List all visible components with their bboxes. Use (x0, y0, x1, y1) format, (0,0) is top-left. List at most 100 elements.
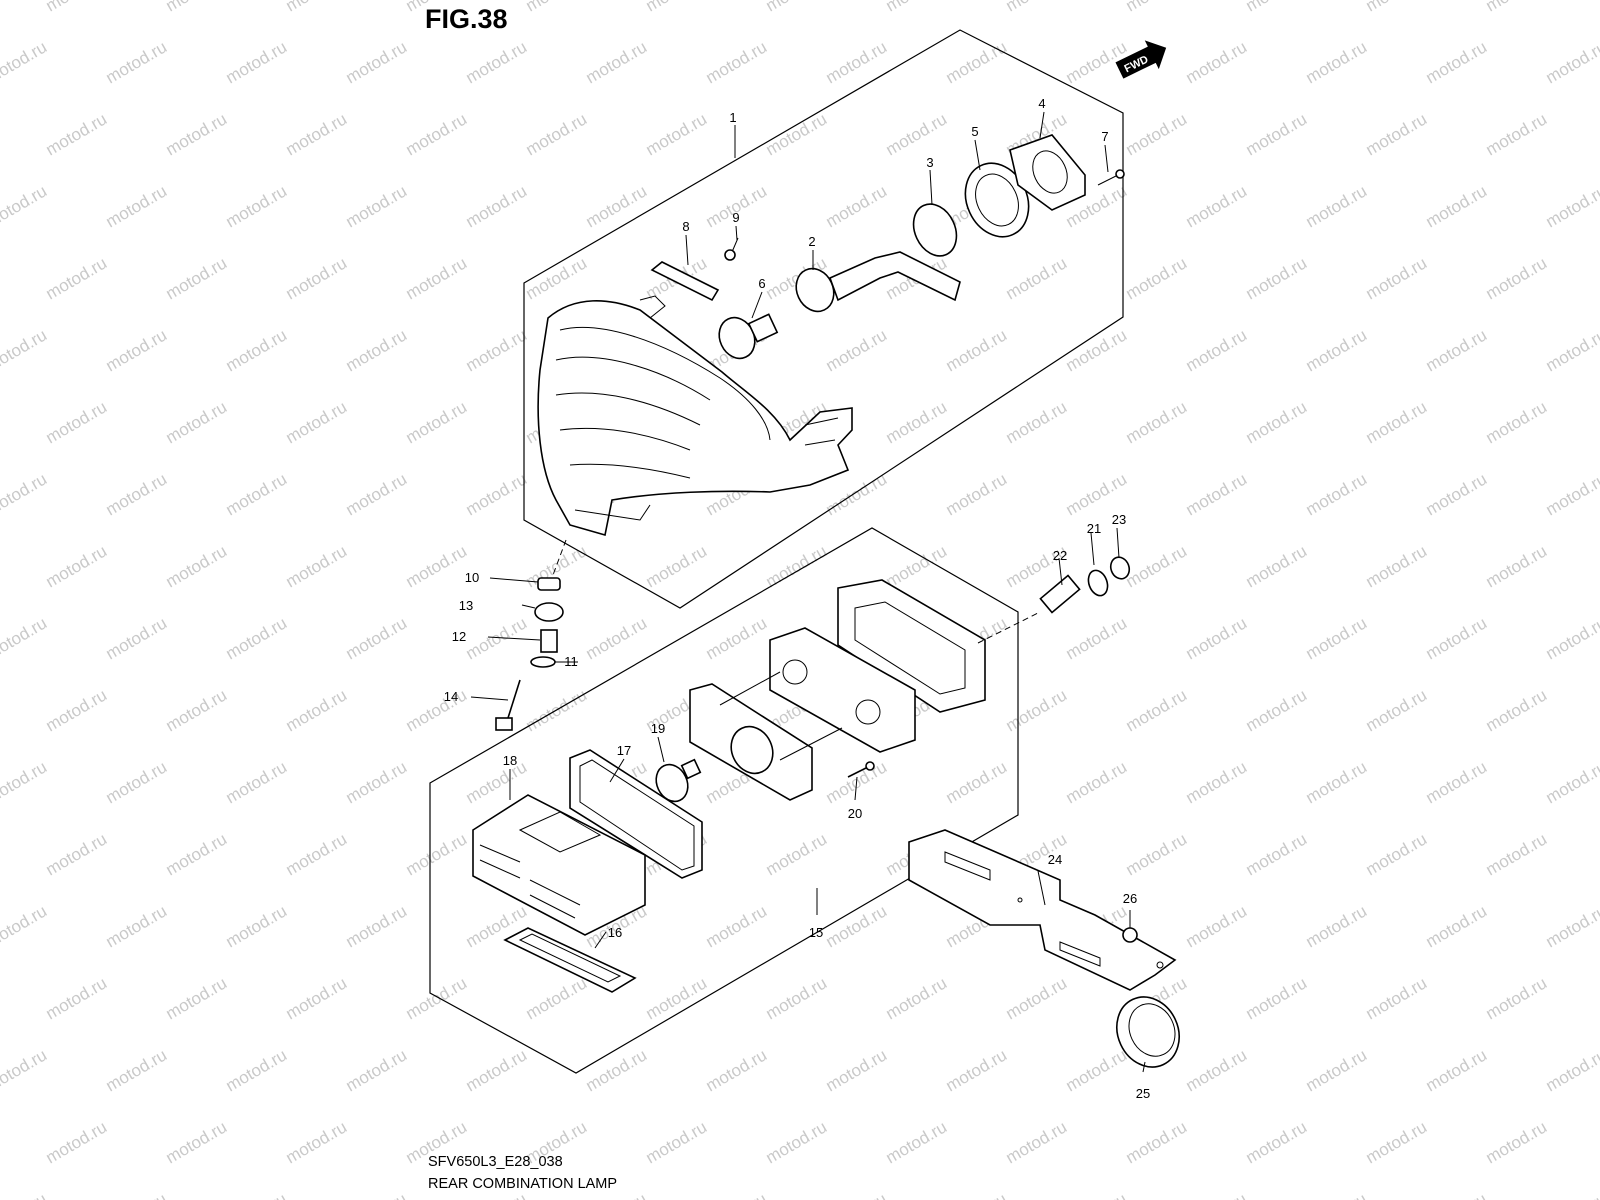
watermark-text: motod.ru (523, 109, 591, 159)
watermark-text: motod.ru (883, 1117, 951, 1167)
watermark-text: motod.ru (283, 397, 351, 447)
watermark-text: motod.ru (1243, 397, 1311, 447)
watermark-text: motod.ru (103, 37, 171, 87)
watermark-text: motod.ru (0, 181, 50, 231)
watermark-text: motod.ru (703, 1189, 771, 1200)
callout-18: 18 (503, 753, 517, 768)
watermark-text: motod.ru (1543, 1045, 1600, 1095)
watermark-text: motod.ru (1243, 0, 1311, 15)
watermark-text: motod.ru (703, 1045, 771, 1095)
watermark-text: motod.ru (43, 397, 111, 447)
watermark-text: motod.ru (1423, 325, 1491, 375)
watermark-text: motod.ru (283, 541, 351, 591)
watermark-text: motod.ru (283, 1117, 351, 1167)
callout-16: 16 (608, 925, 622, 940)
watermark-text: motod.ru (1363, 397, 1431, 447)
watermark-text: motod.ru (1483, 109, 1551, 159)
watermark-text: motod.ru (163, 0, 231, 15)
watermark-text: motod.ru (1483, 397, 1551, 447)
watermark-text: motod.ru (763, 973, 831, 1023)
watermark-text: motod.ru (943, 469, 1011, 519)
watermark-text: motod.ru (583, 181, 651, 231)
callout-13: 13 (459, 598, 473, 613)
watermark-text: motod.ru (163, 1117, 231, 1167)
watermark-text: motod.ru (1423, 469, 1491, 519)
bracket-24-drawing (908, 829, 1177, 991)
watermark-text: motod.ru (703, 37, 771, 87)
watermark-text: motod.ru (343, 181, 411, 231)
watermark-text: motod.ru (403, 253, 471, 303)
watermark-text: motod.ru (343, 757, 411, 807)
watermark-text: motod.ru (463, 325, 531, 375)
watermark-text: motod.ru (0, 37, 50, 87)
watermark-text: motod.ru (943, 325, 1011, 375)
callout-12: 12 (452, 629, 466, 644)
watermark-text: motod.ru (1123, 109, 1191, 159)
part-8-strip-drawing (650, 261, 720, 302)
callout-17: 17 (617, 743, 631, 758)
callout-9: 9 (732, 210, 739, 225)
watermark-text: motod.ru (343, 613, 411, 663)
watermark-text: motod.ru (223, 469, 291, 519)
watermark-text: motod.ru (43, 253, 111, 303)
callout-21: 21 (1087, 521, 1101, 536)
watermark-text: motod.ru (1243, 973, 1311, 1023)
callout-8: 8 (682, 219, 689, 234)
callout-2: 2 (808, 234, 815, 249)
callout-19: 19 (651, 721, 665, 736)
watermark-text: motod.ru (103, 613, 171, 663)
reflector-25-drawing (1116, 996, 1180, 1068)
watermark-text: motod.ru (1483, 253, 1551, 303)
watermark-text: motod.ru (403, 109, 471, 159)
watermark-text: motod.ru (823, 325, 891, 375)
watermark-text: motod.ru (463, 181, 531, 231)
watermark-text: motod.ru (823, 37, 891, 87)
watermark-text: motod.ru (1543, 1189, 1600, 1200)
callout-3: 3 (926, 155, 933, 170)
watermark-text: motod.ru (763, 541, 831, 591)
watermark-text: motod.ru (643, 541, 711, 591)
watermark-text: motod.ru (1543, 181, 1600, 231)
watermark-text: motod.ru (1363, 0, 1431, 15)
watermark-text: motod.ru (643, 1117, 711, 1167)
watermark-text: motod.ru (523, 973, 591, 1023)
watermark-text: motod.ru (403, 0, 471, 15)
callout-11: 11 (564, 654, 578, 669)
watermark-text: motod.ru (223, 1189, 291, 1200)
watermark-text: motod.ru (1243, 685, 1311, 735)
watermark-text: motod.ru (1243, 1117, 1311, 1167)
watermark-text: motod.ru (1183, 1045, 1251, 1095)
watermark-text: motod.ru (1243, 253, 1311, 303)
callout-22: 22 (1053, 548, 1067, 563)
watermark-text: motod.ru (1543, 757, 1600, 807)
watermark-text: motod.ru (403, 541, 471, 591)
watermark-text: motod.ru (43, 0, 111, 15)
callout-4: 4 (1038, 96, 1045, 111)
watermark-text: motod.ru (1543, 613, 1600, 663)
watermark-text: motod.ru (403, 973, 471, 1023)
watermark-text: motod.ru (343, 901, 411, 951)
watermark-text: motod.ru (1123, 253, 1191, 303)
watermark-text: motod.ru (403, 685, 471, 735)
fastener-stack-drawing (495, 539, 567, 731)
watermark-text: motod.ru (1063, 757, 1131, 807)
watermark-text: motod.ru (283, 253, 351, 303)
watermark-text: motod.ru (1423, 901, 1491, 951)
watermark-text: motod.ru (163, 829, 231, 879)
watermark-text: motod.ru (1423, 37, 1491, 87)
watermark-text: motod.ru (583, 613, 651, 663)
bulb-6-drawing (718, 313, 779, 360)
watermark-text: motod.ru (43, 541, 111, 591)
watermark-text: motod.ru (463, 37, 531, 87)
watermark-text: motod.ru (763, 1117, 831, 1167)
watermark-text: motod.ru (1003, 973, 1071, 1023)
watermark-text: motod.ru (643, 109, 711, 159)
watermark-text: motod.ru (403, 829, 471, 879)
watermark-text: motod.ru (403, 397, 471, 447)
callout-7: 7 (1101, 129, 1108, 144)
watermark-text: motod.ru (1183, 469, 1251, 519)
watermark-text: motod.ru (0, 1045, 50, 1095)
screw-9-drawing (724, 237, 739, 261)
watermark-text: motod.ru (0, 469, 50, 519)
watermark-text: motod.ru (1363, 1117, 1431, 1167)
